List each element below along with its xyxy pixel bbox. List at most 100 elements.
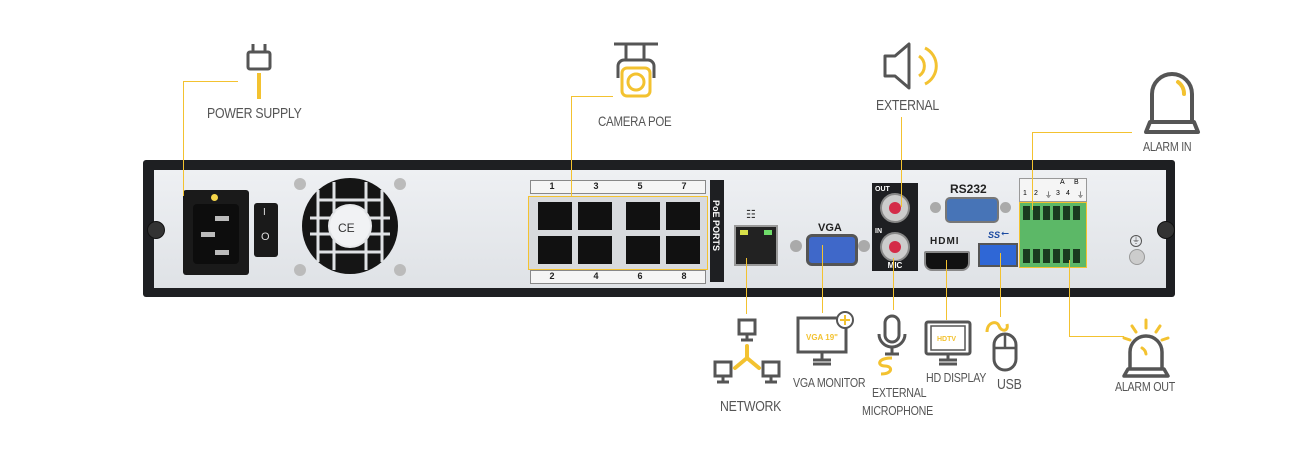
poe-port-6[interactable] (626, 236, 660, 264)
usb-label: SS (988, 230, 1001, 240)
external-mic-label-line2: MICROPHONE (862, 403, 933, 418)
network-symbol: ☷ (746, 209, 756, 221)
power-connector-line (183, 81, 184, 196)
poe-port-number: 3 (593, 181, 599, 191)
vga-connector-line (822, 245, 823, 313)
inlet-pin (215, 250, 229, 255)
terminal-number: 1 (1023, 190, 1027, 197)
rs232-port[interactable] (945, 197, 999, 223)
external-mic-label-line1: EXTERNAL (872, 385, 927, 400)
terminal-number: 2 (1034, 190, 1038, 197)
poe-port-number: 2 (549, 271, 555, 281)
poe-port-number: 8 (681, 271, 687, 281)
camera-connector-line (571, 96, 613, 97)
terminal-number: 3 (1056, 190, 1060, 197)
usb-symbol: ⭠ (1001, 228, 1009, 239)
terminal-number: 4 (1066, 190, 1070, 197)
poe-port-5[interactable] (626, 202, 660, 230)
vga-label: VGA (818, 222, 842, 234)
audio-out-jack[interactable] (880, 193, 910, 223)
hd-display-label: HD DISPLAY (926, 370, 987, 385)
network-icon (713, 318, 781, 384)
inlet-pin (201, 232, 215, 237)
network-label: NETWORK (720, 398, 782, 415)
terminal-number: ⏚ (1077, 192, 1084, 199)
vga-monitor-label: VGA MONITOR (793, 375, 866, 390)
terminal-top-row (1023, 206, 1083, 220)
power-led (211, 194, 218, 201)
speaker-connector-line (901, 117, 902, 207)
poe-port-4[interactable] (578, 236, 612, 264)
hdmi-connector-line (946, 260, 947, 320)
poe-ports-block: 1 3 5 7 2 4 6 8 (528, 180, 708, 284)
audio-block: OUT IN MIC (872, 183, 918, 271)
mic-in-jack[interactable] (880, 232, 910, 262)
vga-port[interactable] (806, 234, 858, 266)
poe-top-number-strip (530, 180, 706, 194)
alarm-terminal-block[interactable] (1019, 202, 1087, 268)
alarm-out-connector-line (1069, 336, 1124, 337)
audio-in-label: IN (875, 228, 882, 235)
lan-led-right (764, 230, 772, 235)
vga-screw-right (858, 240, 870, 252)
usb-label-callout: USB (997, 376, 1022, 393)
poe-ports-label: PoE PORTS (710, 180, 724, 282)
microphone-icon (877, 314, 907, 376)
rs232-screw-left (930, 202, 941, 213)
poe-port-8[interactable] (666, 236, 700, 264)
usb-port[interactable] (978, 243, 1018, 267)
poe-port-number: 4 (593, 271, 599, 281)
hdmi-port[interactable] (924, 251, 970, 271)
power-inlet[interactable] (183, 190, 249, 275)
power-supply-label: POWER SUPPLY (207, 105, 302, 122)
rs232-screw-right (1000, 202, 1011, 213)
poe-port-number: 1 (549, 181, 555, 191)
alarm-in-label: ALARM IN (1143, 139, 1192, 154)
mount-screw-left (147, 221, 165, 239)
alarm-in-connector-line (1032, 132, 1033, 210)
power-switch[interactable]: I O (254, 203, 278, 257)
alarm-out-label: ALARM OUT (1115, 379, 1175, 394)
vga-screen-text: VGA 19" (806, 333, 838, 342)
terminal-label-a: A (1060, 179, 1065, 186)
security-camera-icon (614, 42, 658, 98)
terminal-number: ⏚ (1045, 192, 1052, 199)
poe-port-number: 7 (681, 181, 687, 191)
audio-out-label: OUT (875, 186, 890, 193)
speaker-icon (883, 42, 938, 90)
ground-screw (1129, 249, 1145, 265)
alarm-out-connector-line (1069, 260, 1070, 336)
vga-screw-left (790, 240, 802, 252)
inlet-pin (215, 216, 229, 221)
mouse-icon (985, 321, 1018, 372)
monitor-icon: VGA 19" (796, 311, 854, 366)
power-plug-icon (246, 44, 272, 99)
hdtv-screen-text: HDTV (937, 336, 956, 343)
external-speaker-label: EXTERNAL (876, 97, 939, 114)
alarm-beacon-icon (1144, 72, 1200, 134)
mic-label: MIC (872, 261, 918, 270)
poe-port-7[interactable] (666, 202, 700, 230)
mic-connector-line (893, 258, 894, 310)
poe-port-number: 5 (637, 181, 643, 191)
switch-off-mark: O (261, 231, 270, 243)
hdmi-label: HDMI (930, 236, 960, 247)
camera-poe-label: CAMERA POE (598, 113, 672, 129)
alarm-in-connector-line (1032, 132, 1132, 133)
switch-on-mark: I (263, 207, 266, 218)
terminal-bottom-row (1023, 249, 1083, 263)
ground-symbol-icon: ⏚ (1130, 235, 1142, 247)
poe-port-number: 6 (637, 271, 643, 281)
poe-port-3[interactable] (578, 202, 612, 230)
lan-led-left (740, 230, 748, 235)
tv-icon: HDTV (924, 320, 972, 366)
terminal-label-b: B (1074, 179, 1079, 186)
lan-port[interactable] (734, 225, 778, 266)
svg-text:CE: CE (338, 221, 355, 235)
poe-port-1[interactable] (538, 202, 572, 230)
poe-port-2[interactable] (538, 236, 572, 264)
cooling-fan: CE (294, 178, 406, 276)
terminal-label-strip: A B 1 2 ⏚ 3 4 ⏚ (1019, 178, 1087, 202)
mount-screw-right (1157, 221, 1175, 239)
network-connector-line (746, 258, 747, 314)
